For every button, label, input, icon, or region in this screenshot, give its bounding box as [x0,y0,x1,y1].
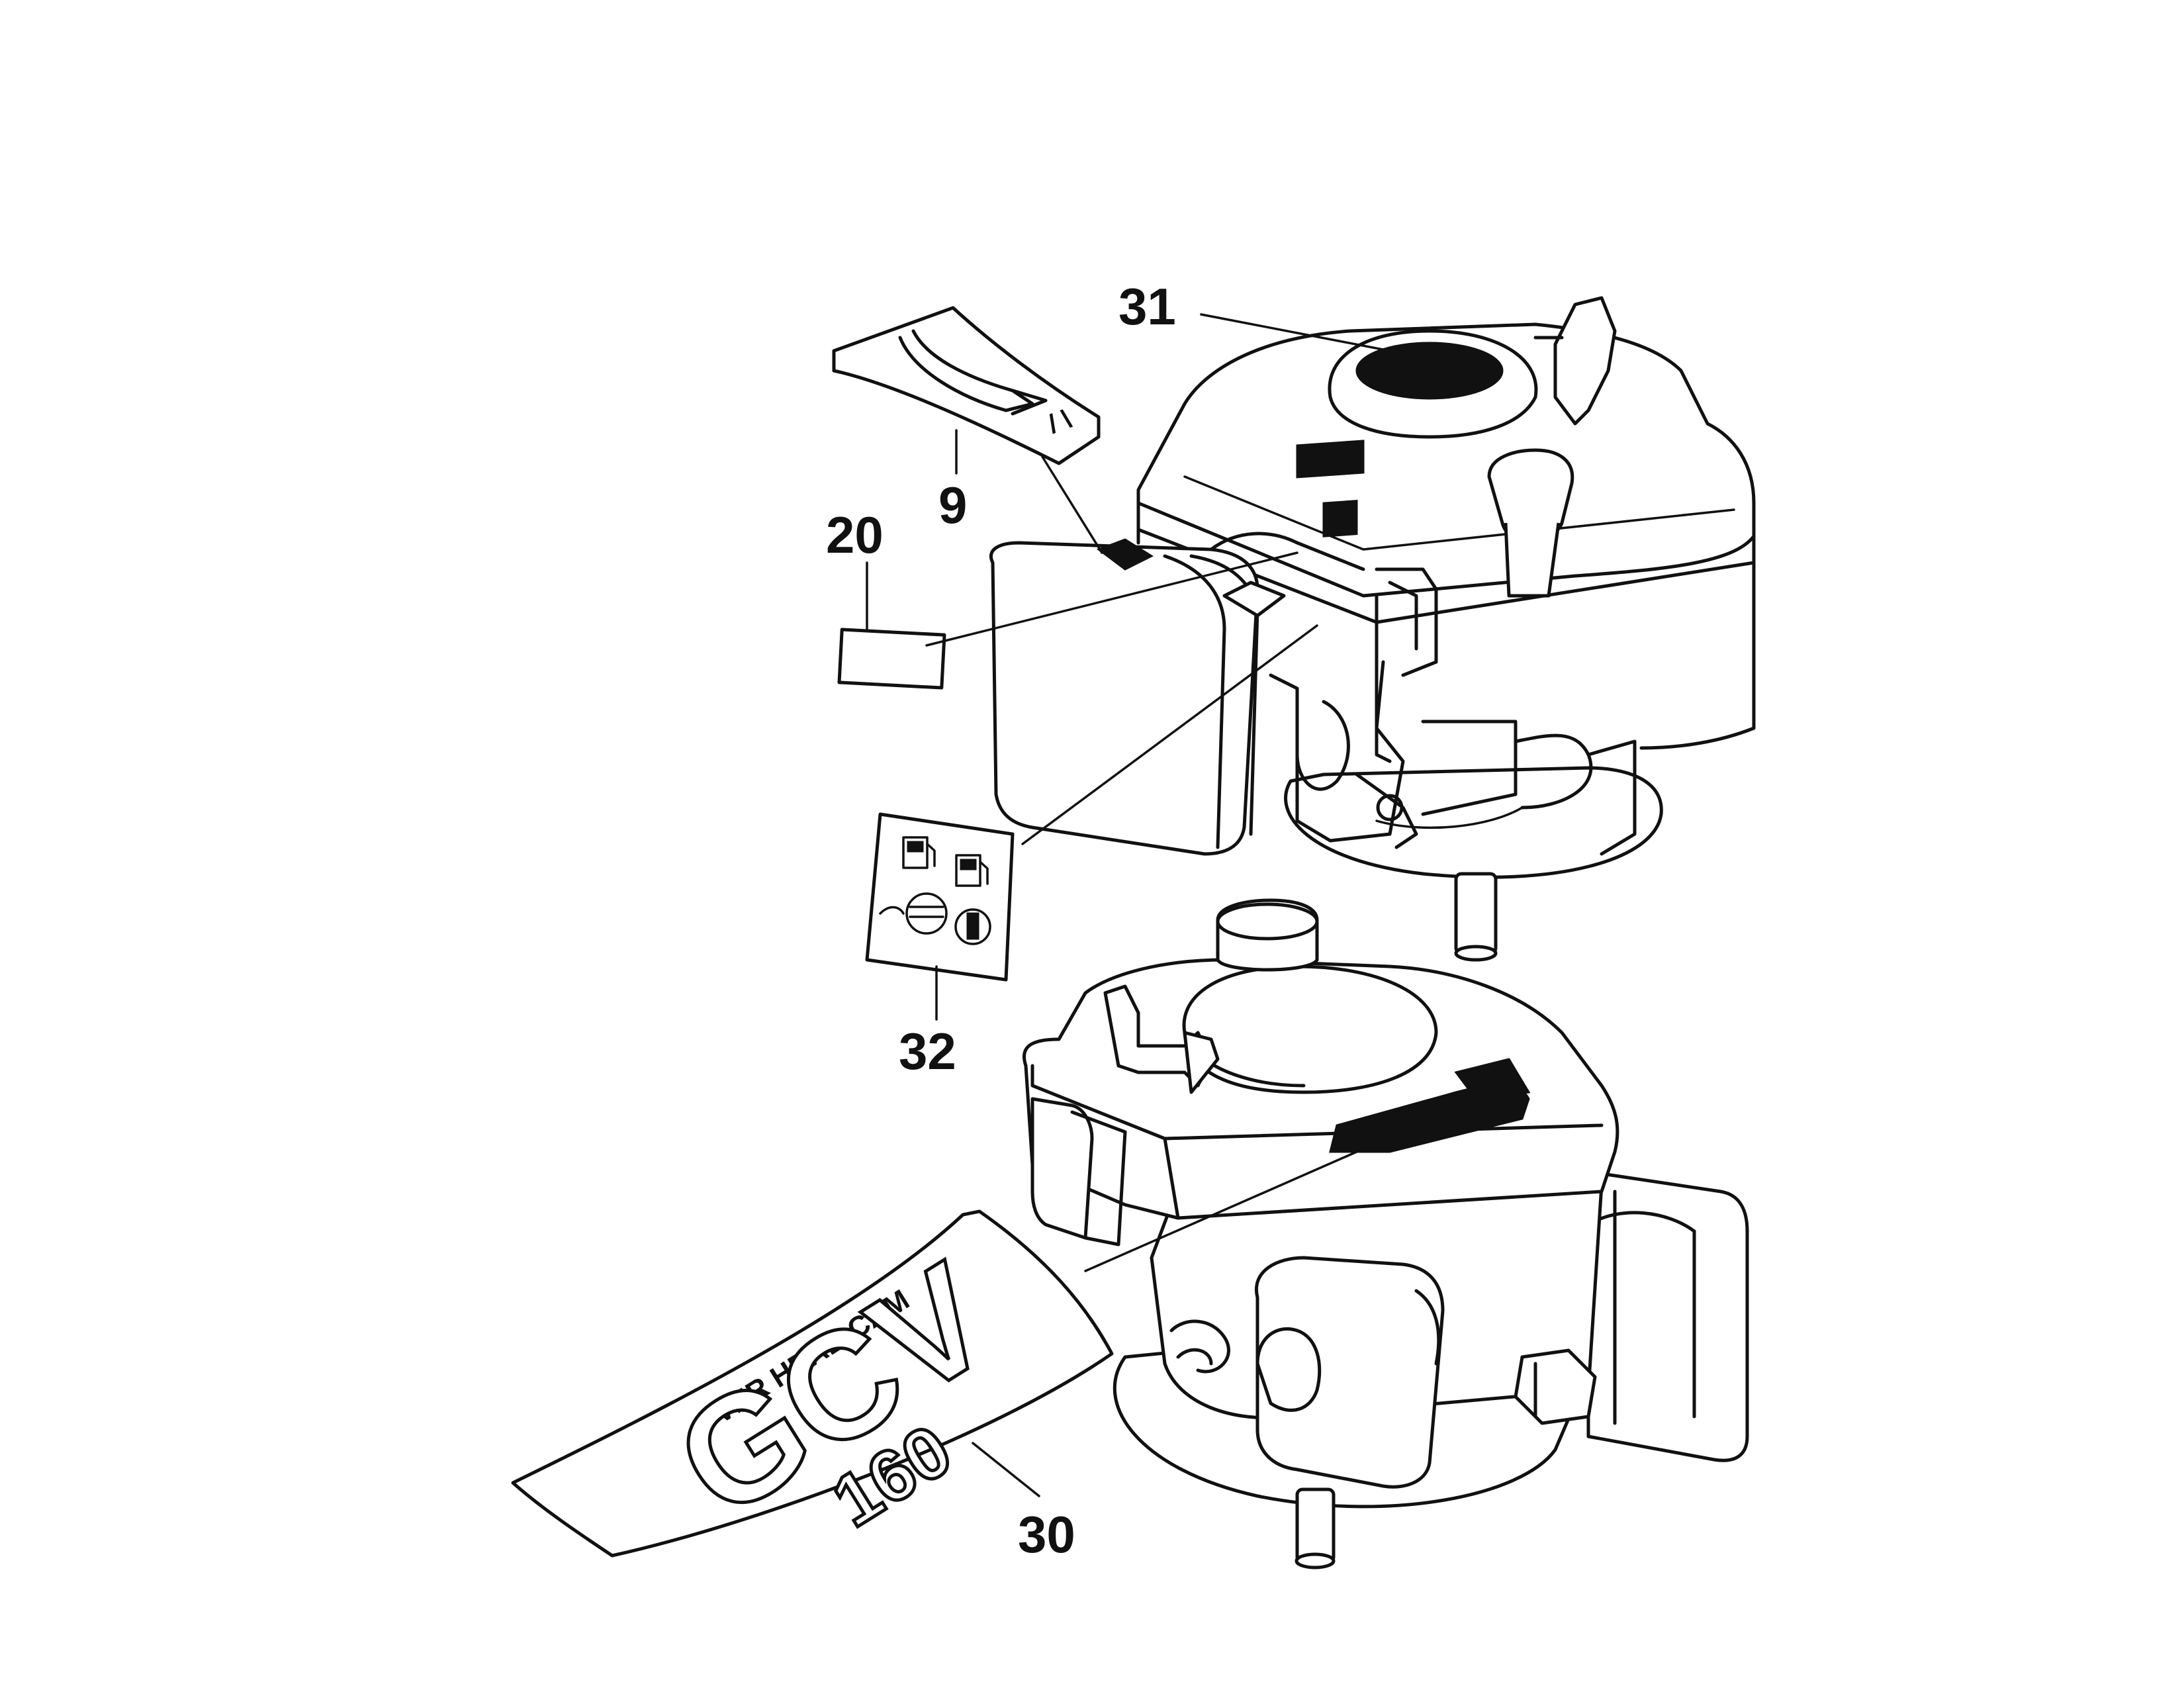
stop-icon [954,908,991,945]
fuel-icon [902,836,936,869]
fuel-icon [955,854,989,887]
lower-engine [1023,898,1749,1570]
callout-30: 30 [1018,1505,1075,1564]
callout-20: 20 [826,506,884,564]
label-32 [865,812,1015,982]
upper-engine [989,296,1756,962]
callout-31: 31 [1118,277,1176,336]
callout-32: 32 [899,1022,956,1080]
callout-9: 9 [938,476,967,534]
decal-9: / \ [832,306,1101,465]
label-20 [837,628,946,690]
decal-30: OVER HEAD CAM GCV 160 [511,1209,1114,1558]
fast-speed-icon [879,892,948,935]
leader-lines [866,313,1391,1497]
